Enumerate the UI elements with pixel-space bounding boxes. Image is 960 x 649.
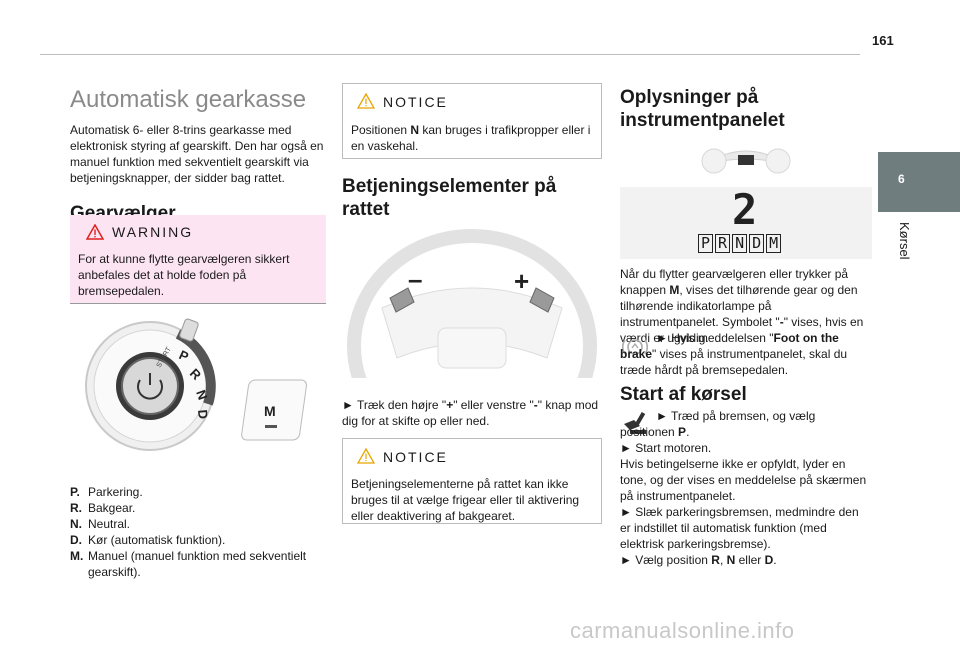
notice-text: Positionen N kan bruges i trafikpropper … xyxy=(351,122,595,154)
legend-text: Manuel (manuel funktion med sekventielt … xyxy=(88,549,307,579)
step2-text: ► Start motoren. xyxy=(620,441,712,455)
step-part: , xyxy=(719,553,727,567)
warning-title: WARNING xyxy=(112,224,194,240)
step3-text: ► Slæk parkeringsbremsen, medmindre den … xyxy=(620,505,859,551)
display-letter: D xyxy=(749,234,765,253)
display-letter: R xyxy=(715,234,731,253)
notice-title: NOTICE xyxy=(383,94,448,110)
wheel-minus-label: – xyxy=(408,264,422,294)
intro-text: Automatisk 6- eller 8-trins gearkasse me… xyxy=(70,123,324,185)
notice-icon xyxy=(356,92,376,114)
notice-text-a: Positionen xyxy=(351,123,411,137)
warning-text: For at kunne flytte gearvælgeren sikkert… xyxy=(78,252,290,298)
notice-box-1: NOTICE Positionen N kan bruges i trafikp… xyxy=(342,83,602,159)
wheel-instruction: ► Træk den højre "+" eller venstre "-" k… xyxy=(342,397,602,429)
instruction-minus: - xyxy=(533,398,538,412)
chapter-number: 6 xyxy=(898,172,905,186)
para-part: " vises på instrumentpanelet, skal du tr… xyxy=(620,347,848,377)
foot-brake-icon xyxy=(620,336,650,363)
notice-title: NOTICE xyxy=(383,449,448,465)
header-rule xyxy=(40,54,860,55)
page-number: 161 xyxy=(872,33,894,48)
foot-brake-block: ► Hvis meddelelsen "Foot on the brake" v… xyxy=(620,330,872,378)
legend-key: P. xyxy=(70,485,80,499)
column-1: Automatisk gearkasse Automatisk 6- eller… xyxy=(70,86,330,225)
step-part: eller xyxy=(735,553,765,567)
step-note-text: Hvis betingelserne ikke er opfyldt, lyde… xyxy=(620,457,867,503)
legend-key: R. xyxy=(70,501,82,515)
arrow-icon: ► xyxy=(656,409,668,423)
legend-item: R. Bakgear. xyxy=(70,500,330,516)
arrow-icon: ► xyxy=(342,398,354,412)
selector-letter-d: D xyxy=(195,409,211,420)
notice-icon xyxy=(356,447,376,469)
legend-text: Parkering. xyxy=(88,485,143,499)
legend-text: Neutral. xyxy=(88,517,131,531)
watermark: carmanualsonline.info xyxy=(570,618,795,643)
chapter-label: Kørsel xyxy=(870,222,930,282)
warning-icon xyxy=(85,223,105,245)
display-letter: P xyxy=(698,234,714,253)
notice-text-b: kan bruges i trafikpropper eller i en va… xyxy=(351,123,591,153)
display-letter: N xyxy=(732,234,748,253)
legend-key: N. xyxy=(70,517,82,531)
step4-text: ► Vælg position R, N eller D. xyxy=(620,552,872,568)
notice-box-2: NOTICE Betjeningselementerne på rattet k… xyxy=(342,438,602,524)
step-bold: P xyxy=(678,425,687,439)
arrow-icon: ► xyxy=(656,331,668,345)
gear-display-digit: 2 xyxy=(732,185,758,234)
gear-selector-illustration: START P R N D M xyxy=(70,318,330,453)
step-part: Træd på bremsen, og vælg positionen xyxy=(620,409,816,439)
brake-pedal-icon xyxy=(622,410,650,441)
step-bold-r: R xyxy=(711,553,720,567)
gear-display-letters: P R N D M xyxy=(698,234,782,253)
para-part: " vises, hvis en værdi er ugyldig. xyxy=(620,315,864,345)
display-letter: M xyxy=(766,234,782,253)
step1-text: ► Træd på bremsen, og vælg positionen P. xyxy=(620,408,870,440)
para-bold-m: M xyxy=(669,283,680,297)
legend-item: N. Neutral. xyxy=(70,516,330,532)
para-part: , vises det tilhørende gear og den tilhø… xyxy=(620,283,858,329)
gear-legend: P. Parkering. R. Bakgear. N. Neutral. D. Kør… xyxy=(70,484,330,580)
start-driving-heading: Start af kørsel xyxy=(620,384,747,405)
chapter-label-text: Kørsel xyxy=(897,222,912,260)
warning-box: WARNING For at kunne flytte gearvælgeren… xyxy=(70,215,326,304)
legend-key: M. xyxy=(70,549,84,563)
instruction-part: " eller venstre " xyxy=(453,398,534,412)
legend-item: D. Kør (automatisk funktion). xyxy=(70,532,330,548)
notice-text: Betjeningselementerne på rattet kan ikke… xyxy=(351,477,580,523)
legend-item: P. Parkering. xyxy=(70,484,330,500)
wheel-controls-heading: Betjeningselementer på rattet xyxy=(342,176,557,220)
instruction-part: Træk den højre " xyxy=(353,398,447,412)
legend-text: Kør (automatisk funktion). xyxy=(88,533,226,547)
para-bold: Foot on the brake xyxy=(620,331,839,361)
m-button-label: M xyxy=(264,403,276,419)
para-bold-dash: - xyxy=(779,315,784,329)
instruction-part: " knap mod dig for at skifte op eller ne… xyxy=(342,398,599,428)
instrument-panel-heading: Oplysninger på instrumentpanelet xyxy=(620,87,785,131)
foot-brake-text: ► Hvis meddelelsen "Foot on the brake" v… xyxy=(620,330,870,378)
legend-item: M. Manuel (manuel funktion med sekventiel… xyxy=(70,548,330,580)
step-part: . xyxy=(686,425,690,439)
chapter-tab xyxy=(878,152,960,212)
legend-key: D. xyxy=(70,533,82,547)
step-bold-n: N xyxy=(726,553,736,567)
para-part: Hvis meddelelsen " xyxy=(667,331,774,345)
instrument-cluster-icon xyxy=(700,143,792,177)
instrument-paragraph: Når du flytter gearvælgeren eller trykke… xyxy=(620,266,870,346)
gear-display-panel: 2 P R N D M xyxy=(620,187,872,259)
page-title: Automatisk gearkasse xyxy=(70,86,307,113)
step1-block: ► Træd på bremsen, og vælg positionen P. xyxy=(620,408,872,442)
start-steps: ► Start motoren. Hvis betingelserne ikke… xyxy=(620,440,872,568)
step-part: ► Vælg position xyxy=(620,553,712,567)
wheel-plus-label: + xyxy=(514,266,529,296)
step-bold-d: D xyxy=(764,553,774,567)
steering-wheel-illustration: – + xyxy=(342,228,602,463)
legend-text: Bakgear. xyxy=(88,501,136,515)
step-part: . xyxy=(773,553,777,567)
instruction-plus: + xyxy=(446,398,454,412)
para-part: Når du flytter gearvælgeren eller trykke… xyxy=(620,267,849,297)
notice-text-bold: N xyxy=(410,123,420,137)
